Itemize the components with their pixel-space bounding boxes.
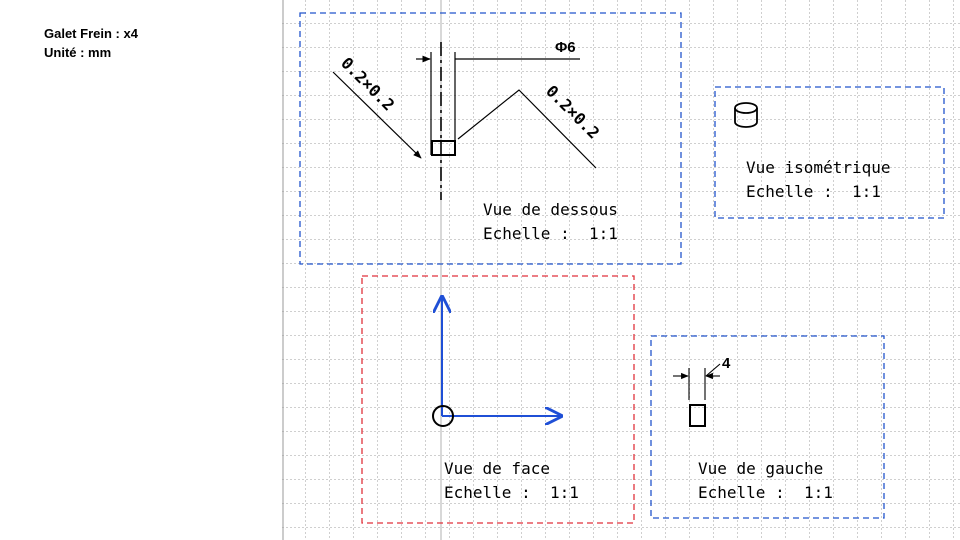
view-gauche[interactable]: 4 Vue de gauche Echelle : 1:1	[650, 335, 885, 519]
dim-diameter-label: Φ6	[555, 39, 576, 56]
chamfer-right-leader	[457, 89, 597, 169]
view-iso[interactable]: Vue isométrique Echelle : 1:1	[714, 86, 945, 219]
view-title-face: Vue de face	[444, 459, 550, 478]
view-scale-gauche: Echelle : 1:1	[698, 483, 833, 502]
part-outline-dessous	[431, 140, 456, 156]
view-frame-dessous[interactable]	[299, 12, 682, 265]
cylinder-icon	[734, 102, 758, 128]
view-scale-iso: Echelle : 1:1	[746, 182, 881, 201]
view-frame-face[interactable]	[361, 275, 635, 524]
dim-leader-top	[705, 363, 721, 377]
dim-width-label: 4	[722, 355, 731, 372]
view-scale-dessous: Echelle : 1:1	[483, 224, 618, 243]
part-name-quantity: Galet Frein : x4	[44, 26, 138, 41]
part-header: Galet Frein : x4 Unité : mm	[44, 24, 138, 62]
view-title-dessous: Vue de dessous	[483, 200, 618, 219]
view-scale-face: Echelle : 1:1	[444, 483, 579, 502]
unit-label: Unité : mm	[44, 45, 112, 60]
view-face[interactable]: Vue de face Echelle : 1:1	[361, 275, 635, 524]
drawing-sheet: Φ6 0.2×0.2 0.2×0.2 Vue de dessous Echell…	[282, 0, 960, 540]
part-outline-face	[432, 405, 454, 427]
view-frame-gauche[interactable]	[650, 335, 885, 519]
view-frame-iso[interactable]	[714, 86, 945, 219]
drawing-grid	[282, 0, 960, 540]
part-outline-gauche	[689, 404, 706, 427]
chamfer-left-leader	[332, 71, 422, 159]
view-title-iso: Vue isométrique	[746, 158, 891, 177]
view-title-gauche: Vue de gauche	[698, 459, 823, 478]
